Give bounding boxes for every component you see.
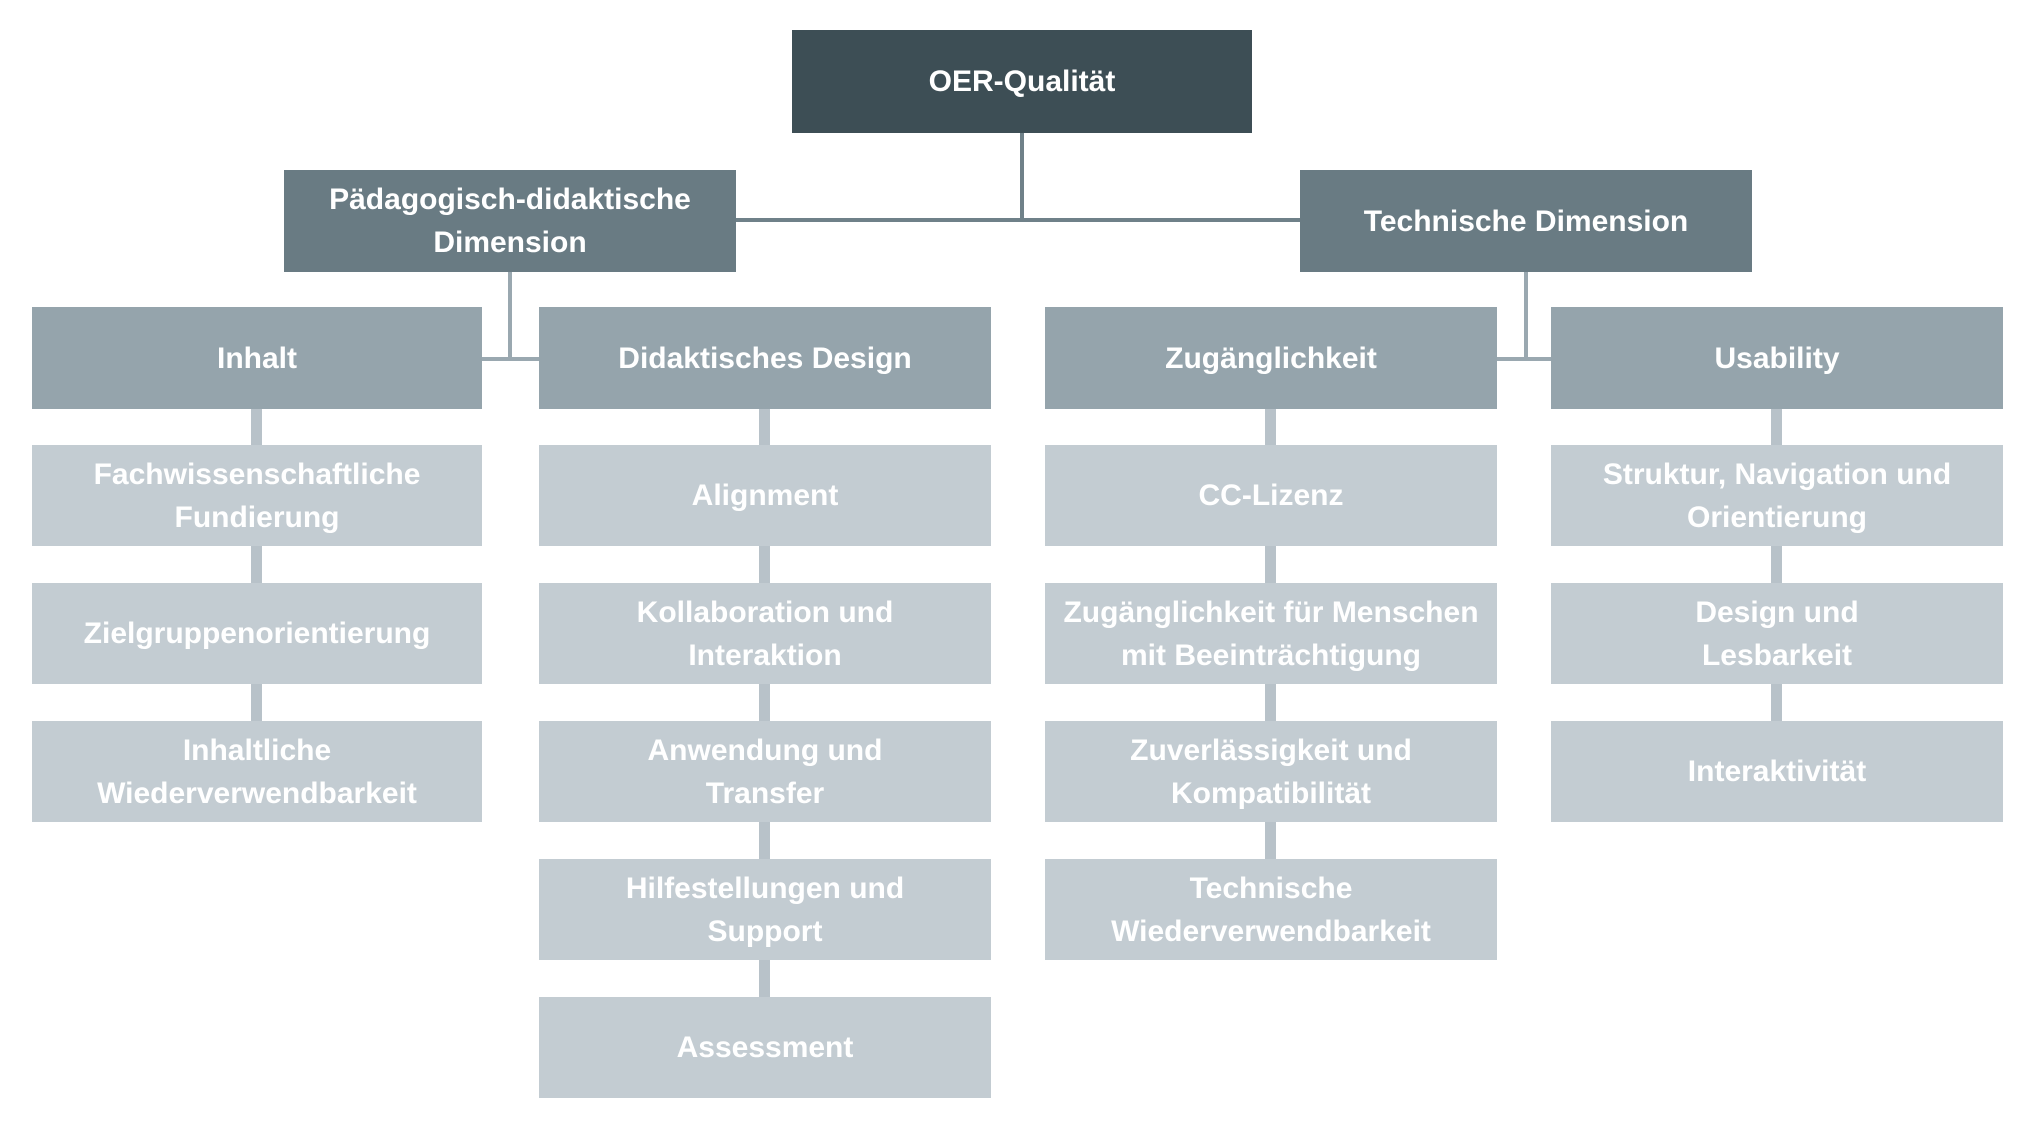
connector-technische-vertical <box>1524 272 1528 359</box>
item-box-fachwissenschaftliche-fundierung: Fachwissenschaftliche Fundierung <box>32 445 482 546</box>
item-box-zugaenglichkeit-fuer-menschen: Zugänglichkeit für Menschen mit Beeinträ… <box>1045 583 1497 684</box>
item-box-zuverlaessigkeit-und-kompatibilitaet: Zuverlässigkeit und Kompatibilität <box>1045 721 1497 822</box>
connector-column-didaktisches-design <box>759 409 770 997</box>
item-box-inhaltliche-wiederverwendbarkeit: Inhaltliche Wiederverwendbarkeit <box>32 721 482 822</box>
item-box-technische-wiederverwendbarkeit: Technische Wiederverwendbarkeit <box>1045 859 1497 960</box>
connector-column-inhalt <box>251 409 262 721</box>
connector-technische-stub-horizontal <box>1497 357 1551 361</box>
item-box-design-und-lesbarkeit: Design und Lesbarkeit <box>1551 583 2003 684</box>
category-box-zugaenglichkeit: Zugänglichkeit <box>1045 307 1497 409</box>
connector-dimensions-horizontal <box>736 218 1300 222</box>
connector-column-usability <box>1771 409 1782 721</box>
dimension-box-technische: Technische Dimension <box>1300 170 1752 272</box>
item-box-cc-lizenz: CC-Lizenz <box>1045 445 1497 546</box>
category-box-didaktisches-design: Didaktisches Design <box>539 307 991 409</box>
item-box-alignment: Alignment <box>539 445 991 546</box>
category-box-usability: Usability <box>1551 307 2003 409</box>
item-box-interaktivitaet: Interaktivität <box>1551 721 2003 822</box>
item-box-hilfestellungen-und-support: Hilfestellungen und Support <box>539 859 991 960</box>
connector-root-vertical <box>1020 133 1024 219</box>
category-box-inhalt: Inhalt <box>32 307 482 409</box>
connector-paedagogisch-stub-horizontal <box>482 357 539 361</box>
item-box-kollaboration-und-interaktion: Kollaboration und Interaktion <box>539 583 991 684</box>
dimension-box-paedagogisch-didaktische: Pädagogisch-didaktische Dimension <box>284 170 736 272</box>
item-box-assessment: Assessment <box>539 997 991 1098</box>
item-box-anwendung-und-transfer: Anwendung und Transfer <box>539 721 991 822</box>
root-box-oer-qualitaet: OER-Qualität <box>792 30 1252 133</box>
connector-paedagogisch-vertical <box>508 272 512 359</box>
item-box-struktur-navigation-orientierung: Struktur, Navigation und Orientierung <box>1551 445 2003 546</box>
item-box-zielgruppenorientierung: Zielgruppenorientierung <box>32 583 482 684</box>
